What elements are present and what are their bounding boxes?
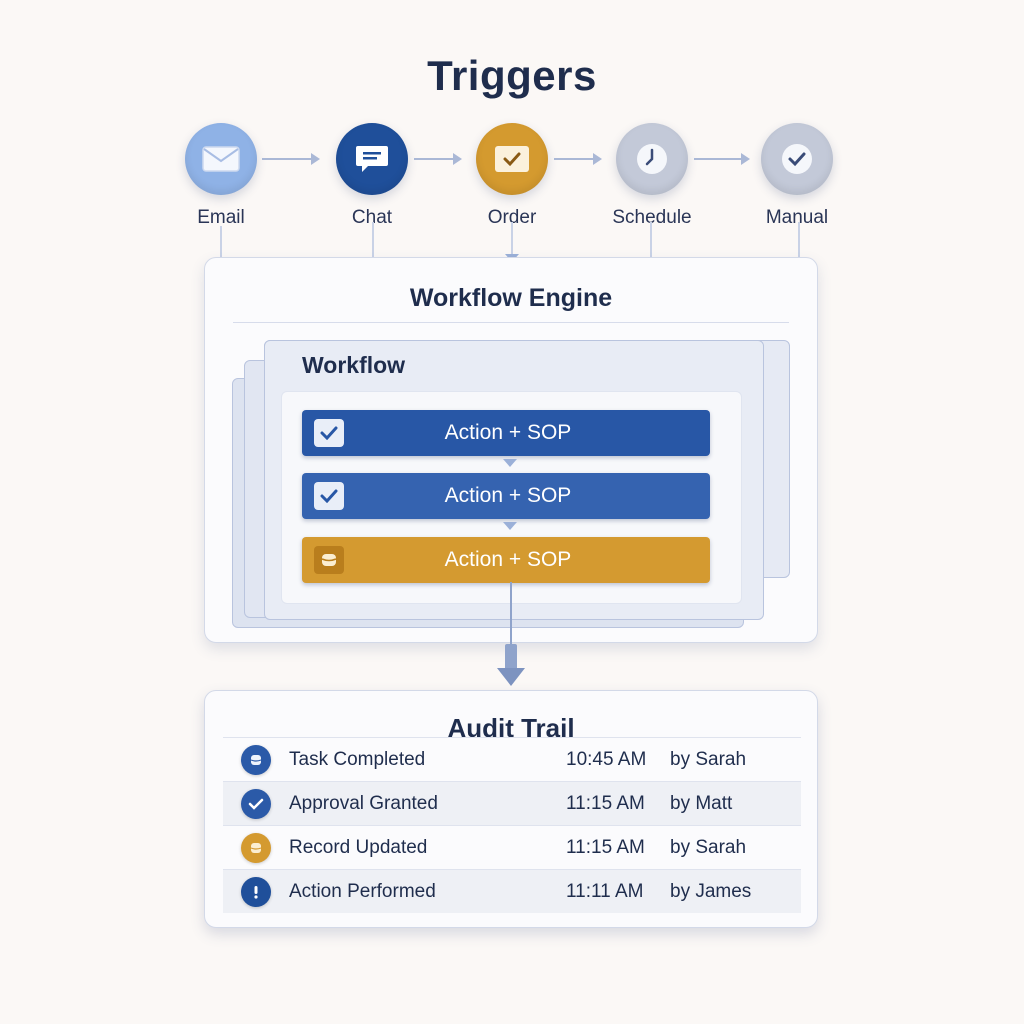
trigger-label: Order bbox=[487, 207, 537, 228]
arrow-order-schedule bbox=[554, 153, 602, 165]
audit-row[interactable]: Record Updated 11:15 AM by Sarah bbox=[223, 825, 801, 869]
arrow-to-audit-head bbox=[497, 668, 525, 686]
arrow-chat-order bbox=[414, 153, 462, 165]
audit-user: by Sarah bbox=[670, 748, 747, 770]
envelope-icon bbox=[185, 123, 257, 195]
trigger-chat[interactable]: Chat bbox=[302, 123, 442, 229]
connector-chat bbox=[372, 222, 374, 258]
order-check-icon bbox=[476, 123, 548, 195]
audit-event: Task Completed bbox=[289, 748, 426, 770]
audit-time: 11:11 AM bbox=[566, 880, 644, 902]
database-icon bbox=[314, 546, 344, 574]
database-icon bbox=[241, 832, 271, 863]
check-circle-icon bbox=[761, 123, 833, 195]
connector-manual bbox=[798, 222, 800, 258]
audit-user: by James bbox=[670, 880, 752, 902]
audit-time: 10:45 AM bbox=[566, 748, 647, 770]
audit-row[interactable]: Action Performed 11:11 AM by James bbox=[223, 869, 801, 913]
connector-email bbox=[220, 226, 222, 258]
audit-row[interactable]: Approval Granted 11:15 AM by Matt bbox=[223, 781, 801, 825]
audit-event: Record Updated bbox=[289, 836, 428, 858]
action-label: Action + SOP bbox=[444, 421, 572, 444]
audit-event: Approval Granted bbox=[289, 792, 438, 814]
audit-trail-panel: Audit Trail Task Completed 10:45 AM by S… bbox=[204, 690, 818, 928]
connector-order bbox=[511, 222, 513, 254]
audit-row[interactable]: Task Completed 10:45 AM by Sarah bbox=[223, 737, 801, 781]
audit-user: by Sarah bbox=[670, 836, 747, 858]
action-label: Action + SOP bbox=[444, 548, 572, 571]
triggers-title: Triggers bbox=[427, 52, 597, 99]
workflow-engine-title: Workflow Engine bbox=[409, 284, 613, 312]
arrow-schedule-manual bbox=[694, 153, 750, 165]
audit-event: Action Performed bbox=[289, 880, 436, 902]
trigger-label: Schedule bbox=[612, 207, 692, 228]
audit-time: 11:15 AM bbox=[566, 792, 645, 814]
checkbox-icon bbox=[314, 482, 344, 510]
clock-icon bbox=[616, 123, 688, 195]
action-sop-2[interactable]: Action + SOP bbox=[302, 473, 710, 519]
trigger-email[interactable]: Email bbox=[151, 123, 291, 229]
check-icon bbox=[241, 788, 271, 819]
trigger-order[interactable]: Order bbox=[442, 123, 582, 229]
trigger-schedule[interactable]: Schedule bbox=[582, 123, 722, 229]
trigger-label: Email bbox=[197, 207, 245, 228]
trigger-manual[interactable]: Manual bbox=[727, 123, 867, 229]
connector-to-audit bbox=[510, 582, 512, 672]
audit-time: 11:15 AM bbox=[566, 836, 645, 858]
connector-schedule bbox=[650, 222, 652, 258]
checkbox-icon bbox=[314, 419, 344, 447]
database-icon bbox=[241, 744, 271, 775]
arrow-to-audit-shaft bbox=[505, 644, 517, 670]
workflow-title: Workflow bbox=[302, 352, 406, 378]
arrow-email-chat bbox=[262, 153, 320, 165]
trigger-label: Chat bbox=[351, 207, 393, 228]
audit-user: by Matt bbox=[670, 792, 733, 814]
action-sop-1[interactable]: Action + SOP bbox=[302, 410, 710, 456]
action-sop-3[interactable]: Action + SOP bbox=[302, 537, 710, 583]
chat-bubble-icon bbox=[336, 123, 408, 195]
action-label: Action + SOP bbox=[444, 484, 572, 507]
action-arrow bbox=[503, 522, 517, 530]
action-arrow bbox=[503, 459, 517, 467]
trigger-label: Manual bbox=[765, 207, 829, 228]
divider bbox=[233, 322, 789, 323]
exclamation-icon bbox=[241, 876, 271, 907]
audit-trail-title: Audit Trail bbox=[447, 713, 575, 743]
